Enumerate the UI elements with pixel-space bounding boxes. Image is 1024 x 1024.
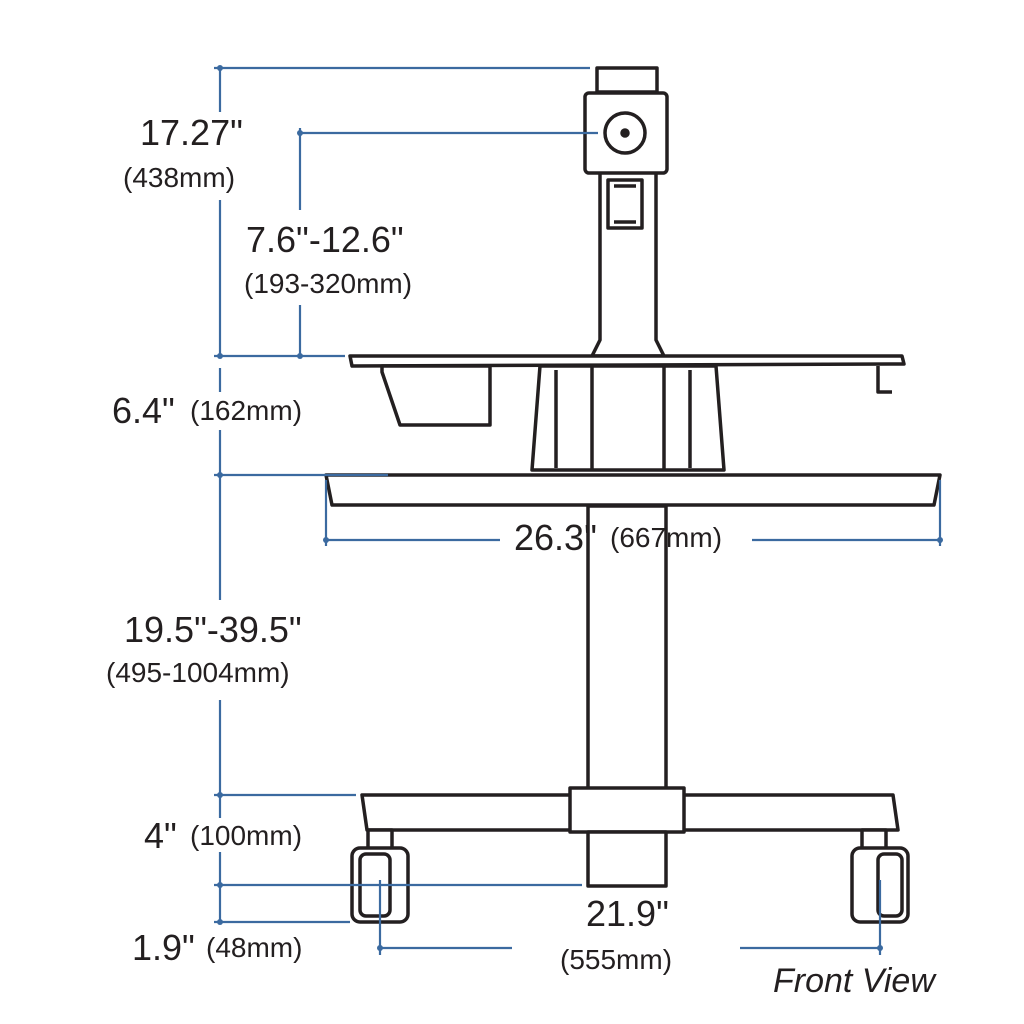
storage-bin	[380, 364, 492, 427]
view-caption: Front View	[773, 962, 935, 1000]
base-height-metric: (100mm)	[190, 820, 303, 851]
cart-outline	[324, 66, 942, 924]
caster-height-imperial: 1.9"	[132, 927, 195, 968]
upper-shelf	[348, 354, 906, 368]
base-height-imperial: 4"	[144, 815, 177, 856]
height-range-metric: (495-1004mm)	[106, 657, 290, 688]
worksurface-width-metric: (667mm)	[610, 522, 723, 553]
overall-top-metric: (438mm)	[123, 162, 236, 193]
column-cap	[595, 66, 659, 94]
upper-gap-imperial: 6.4"	[112, 390, 175, 431]
mount-bracket	[606, 178, 644, 230]
base-stem	[586, 830, 668, 888]
mouse-hook	[876, 366, 892, 394]
base-width-imperial: 21.9"	[586, 893, 669, 934]
worksurface-width-imperial: 26.3"	[514, 517, 597, 558]
caster-height-metric: (48mm)	[206, 932, 303, 963]
base-hub	[568, 786, 686, 834]
center-housing	[530, 364, 726, 472]
lower-column	[586, 504, 668, 793]
worksurface	[324, 473, 942, 507]
upper-gap-metric: (162mm)	[190, 395, 303, 426]
dimension-lines	[214, 66, 942, 955]
monitor-range-metric: (193-320mm)	[244, 268, 413, 299]
height-range-imperial: 19.5"-39.5"	[124, 609, 302, 650]
dimension-ticks	[217, 65, 943, 951]
base-width-metric: (555mm)	[560, 944, 673, 975]
monitor-range-imperial: 7.6"-12.6"	[246, 219, 404, 260]
overall-top-imperial: 17.27"	[140, 112, 243, 153]
